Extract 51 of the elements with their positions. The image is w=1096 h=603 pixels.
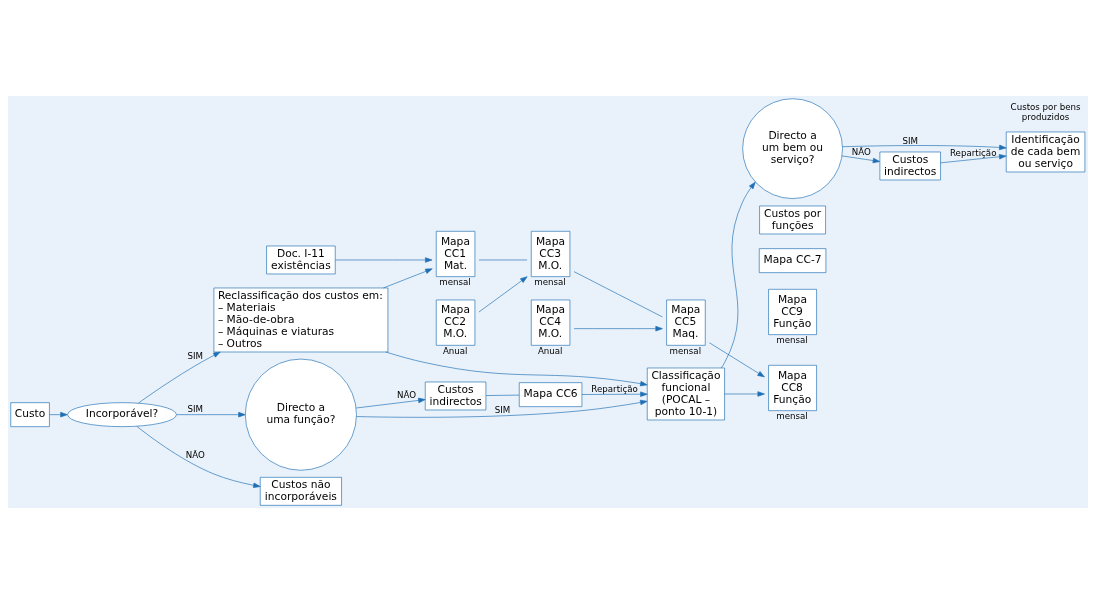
arrow: [385, 351, 648, 386]
node-label: mensal: [439, 276, 471, 287]
arrow: [335, 256, 433, 263]
node-label: Anual: [442, 345, 468, 356]
arrow: [573, 325, 663, 331]
node-box: Mapa CC6: [518, 381, 583, 407]
node-circle: Directo a um bem ou serviço?: [742, 97, 843, 199]
node-box: Reclassificação dos custos em: – Materiais – Mão-de-obra – Máquinas e viaturas – Outros: [213, 287, 389, 352]
node-ellipse: Incorporável?: [67, 401, 177, 427]
arrow: [841, 155, 881, 163]
node-box: Custos não incorporáveis: [259, 476, 342, 506]
edge-label: NÃO: [397, 389, 417, 400]
arrow: [176, 411, 246, 417]
node-box: Doc. I-11 existências: [266, 245, 336, 274]
arrow: [138, 351, 221, 403]
node-box: Identificação de cada bem ou serviço: [1005, 131, 1086, 172]
arrow: [724, 390, 765, 397]
edge-label: Repartição: [950, 147, 997, 158]
node-label: mensal: [776, 410, 808, 421]
node-label: mensal: [669, 345, 702, 356]
node-box: Classificação funcional (POCAL – ponto 10-1): [646, 367, 725, 420]
node-label: Anual: [537, 345, 563, 356]
arrow: [356, 399, 648, 418]
arrow: [842, 144, 1007, 150]
arrow: [720, 181, 756, 368]
arrow: [940, 153, 1007, 163]
node-label: mensal: [534, 276, 566, 287]
arrow: [355, 397, 426, 408]
node-box: Custo: [10, 401, 50, 427]
edge-label: SIM: [902, 135, 918, 146]
node-circle: Directo a uma função?: [244, 358, 357, 471]
arrow: [478, 275, 528, 312]
edge-label: Repartição: [591, 383, 638, 394]
node-box: Custos indirectos: [424, 381, 487, 410]
node-box: Mapa CC-7: [758, 247, 827, 273]
edge-label: NÃO: [185, 449, 205, 460]
connector: [485, 394, 520, 396]
node-box: Custos por funções: [759, 205, 826, 234]
label: Custos por bens produzidos: [1010, 101, 1081, 122]
edge-label: SIM: [494, 404, 511, 415]
node-box: Custos indirectos: [879, 151, 941, 180]
arrow: [49, 411, 68, 417]
arrow: [383, 268, 433, 288]
connector: [573, 270, 663, 317]
edge-label: SIM: [187, 350, 203, 361]
node-label: mensal: [776, 334, 808, 345]
edge-label: NÃO: [851, 146, 871, 157]
edge-label: SIM: [187, 403, 203, 414]
arrow: [709, 342, 765, 377]
arrow: [136, 425, 261, 488]
arrow: [581, 391, 648, 397]
